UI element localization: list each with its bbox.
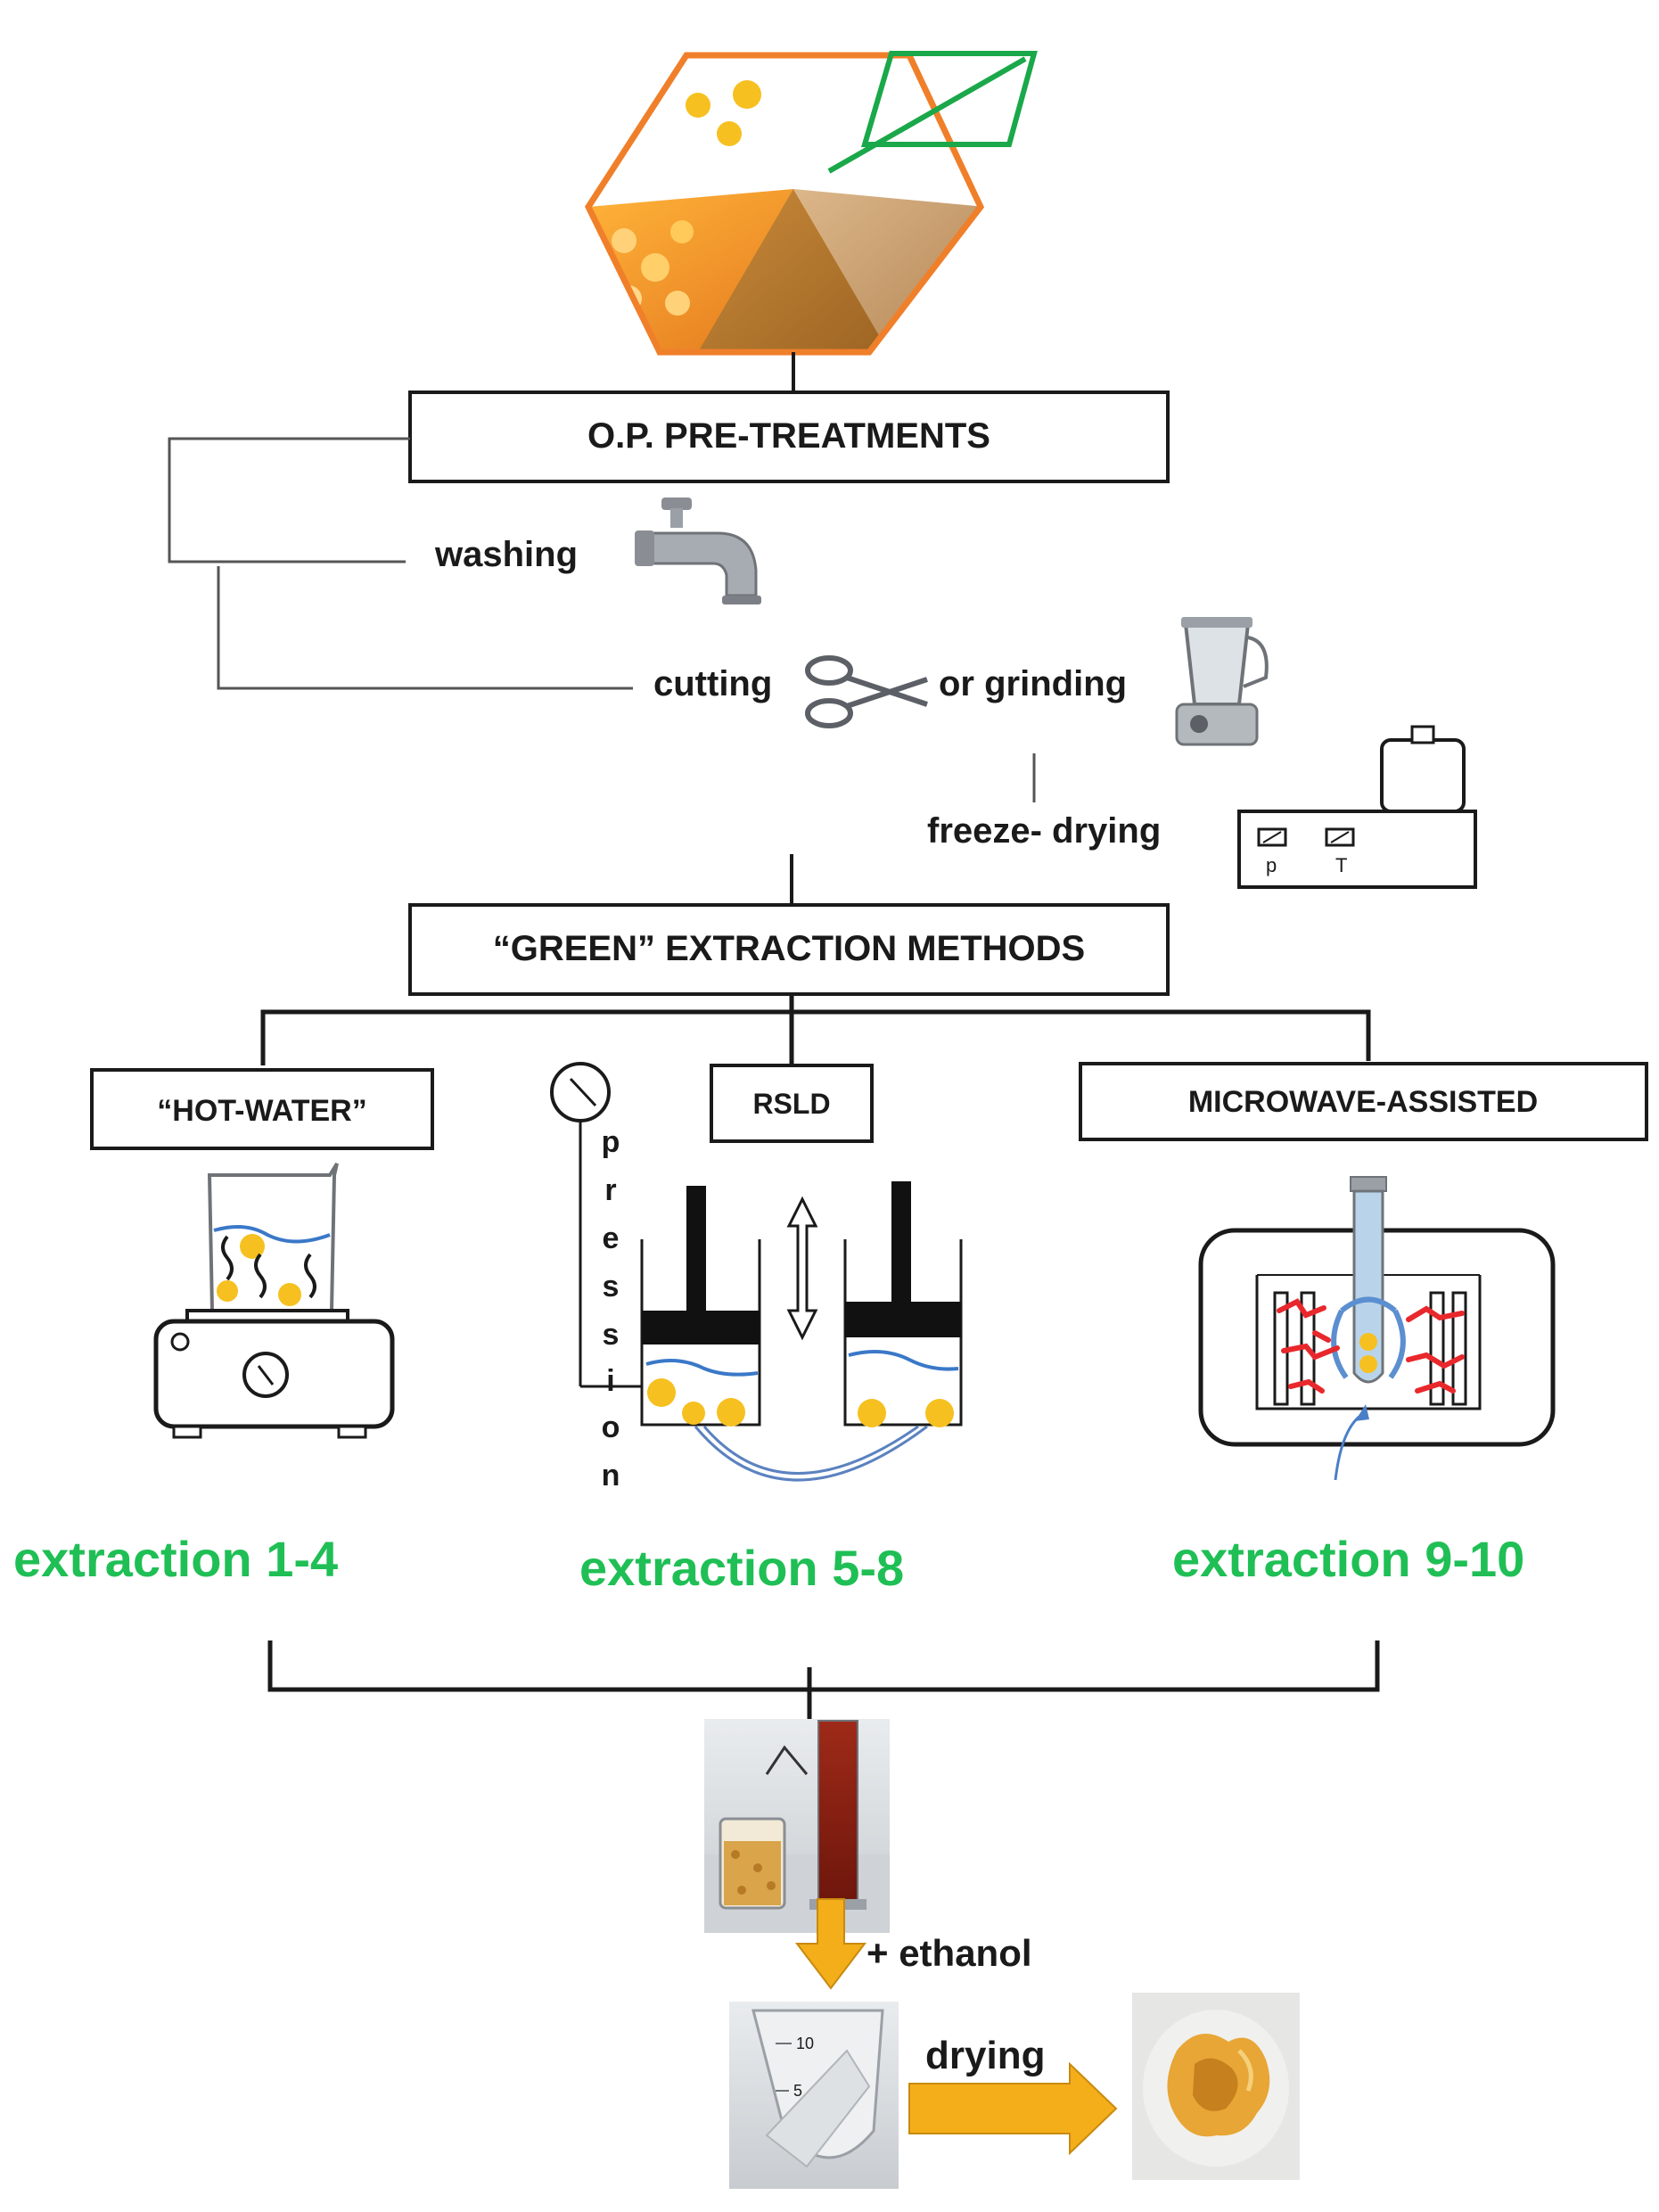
- pression-letter-3: s: [603, 1270, 620, 1303]
- hot-water-box: “HOT-WATER”: [90, 1068, 434, 1150]
- green-methods-box: “GREEN” EXTRACTION METHODS: [408, 903, 1170, 996]
- extraction-product-photo: [704, 1719, 890, 1933]
- down-arrow-icon: [794, 1898, 867, 1990]
- pression-label: p r e s s i o n: [602, 1125, 620, 1492]
- rsld-box: RSLD: [710, 1064, 874, 1143]
- pretreatment-bracket: [168, 437, 1036, 802]
- pression-letter-0: p: [602, 1125, 620, 1159]
- rsld-cylinder-left: [640, 1186, 761, 1427]
- microwave-box: MICROWAVE-ASSISTED: [1079, 1062, 1648, 1141]
- blender-icon: [1175, 617, 1269, 746]
- pression-letter-1: r: [604, 1173, 616, 1207]
- step-ethanol: + ethanol: [866, 1932, 1032, 1974]
- right-arrow-icon: [908, 2061, 1118, 2156]
- pression-letter-6: o: [602, 1410, 620, 1444]
- step-drying: drying: [925, 2034, 1045, 2077]
- step-or-grinding: or grinding: [939, 664, 1127, 703]
- tube-scale-10: 10: [796, 2035, 814, 2052]
- dried-pectin-photo: [1132, 1993, 1300, 2180]
- dryer-label-p: p: [1266, 854, 1277, 876]
- scissors-icon: [805, 655, 928, 728]
- pression-letter-7: n: [602, 1459, 620, 1492]
- centrifuge-tube-photo: 10 5: [729, 2002, 899, 2189]
- pressure-gauge-icon: [550, 1062, 642, 1388]
- extraction-label-rsld: extraction 5-8: [579, 1540, 904, 1596]
- dryer-label-t: T: [1335, 854, 1347, 876]
- method-branches: [260, 994, 1371, 1065]
- green-methods-box-label: “GREEN” EXTRACTION METHODS: [493, 929, 1085, 968]
- double-arrow-icon: [786, 1196, 818, 1341]
- rsld-cylinder-right: [843, 1181, 963, 1427]
- orange-peel-hexagon-icon: [584, 51, 1038, 356]
- pression-letter-4: s: [603, 1318, 620, 1352]
- connecting-tube-icon: [694, 1425, 928, 1482]
- pretreatments-box-label: O.P. PRE-TREATMENTS: [587, 416, 990, 456]
- rsld-box-label: RSLD: [752, 1088, 830, 1120]
- hot-water-box-label: “HOT-WATER”: [157, 1094, 366, 1128]
- pression-letter-2: e: [603, 1221, 620, 1255]
- tube-scale-5: 5: [793, 2082, 802, 2100]
- merge-bracket: [267, 1640, 1380, 1719]
- pression-letter-5: i: [606, 1364, 614, 1398]
- microwave-reactor-icon: [1198, 1176, 1556, 1481]
- microwave-box-label: MICROWAVE-ASSISTED: [1188, 1085, 1538, 1119]
- hot-plate-beaker-icon: [153, 1162, 395, 1439]
- step-washing: washing: [434, 535, 578, 574]
- faucet-icon: [635, 497, 761, 604]
- step-cutting: cutting: [653, 664, 772, 703]
- pretreatments-box: O.P. PRE-TREATMENTS: [408, 391, 1170, 483]
- step-freeze-drying: freeze- drying: [927, 811, 1161, 851]
- extraction-label-hot-water: extraction 1-4: [13, 1531, 338, 1587]
- freeze-dryer-icon: p T: [1237, 725, 1477, 889]
- extraction-label-microwave: extraction 9-10: [1172, 1531, 1524, 1587]
